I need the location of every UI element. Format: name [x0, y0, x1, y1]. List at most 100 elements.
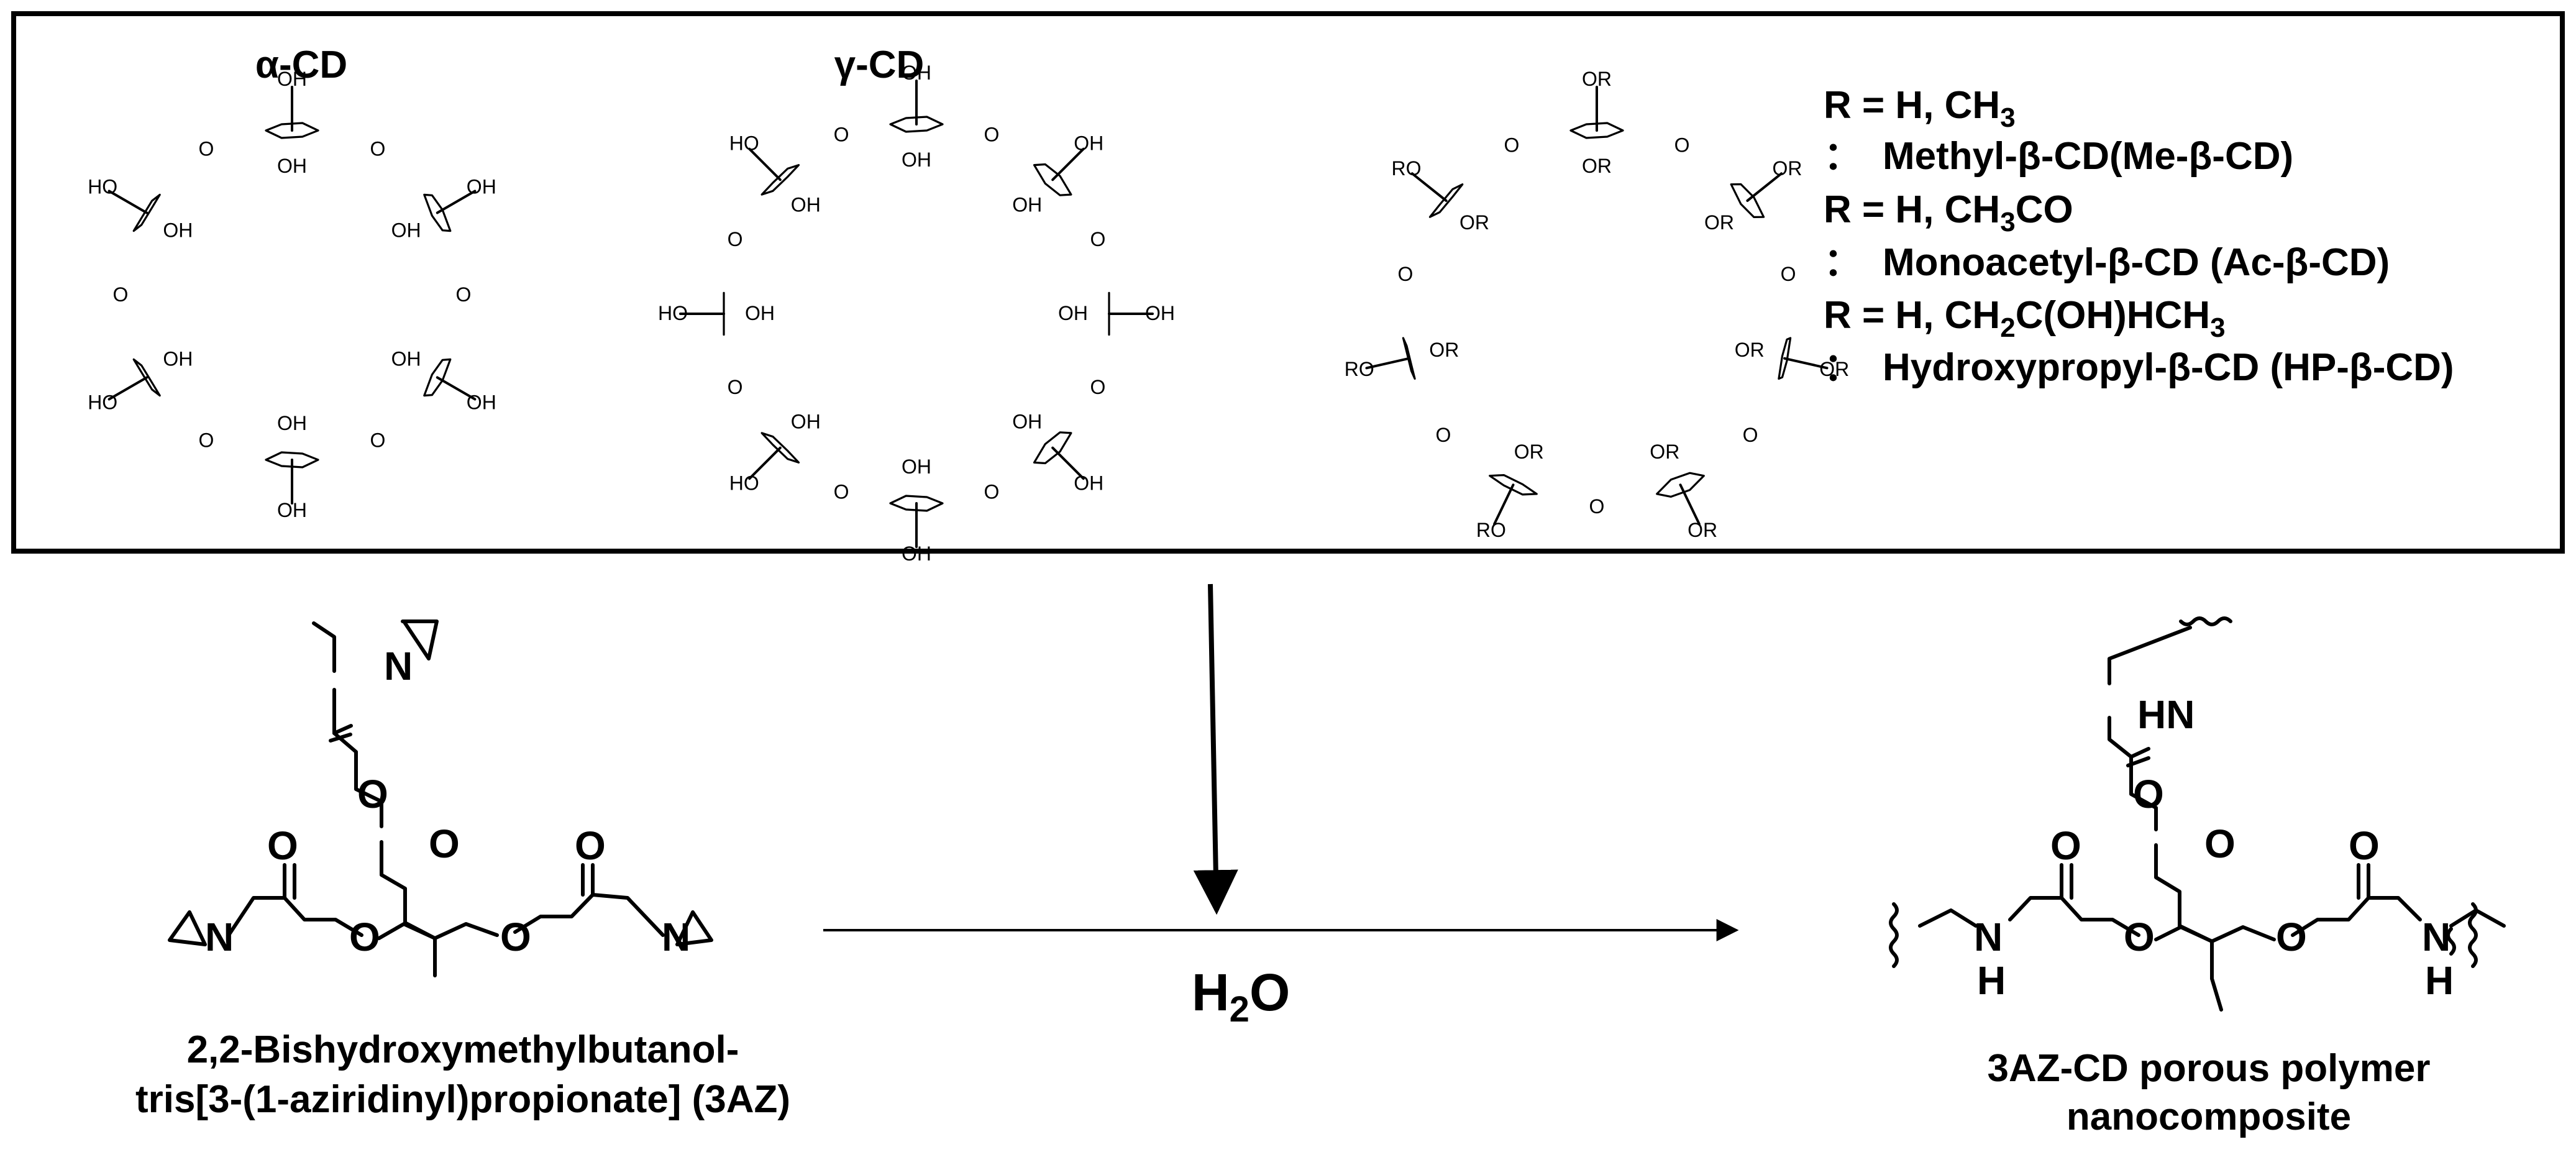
- gamma-primary-hydroxyl: OH: [902, 62, 931, 84]
- gamma-primary-hydroxyl: HO: [729, 472, 759, 495]
- alpha-ch2-bond: [107, 190, 148, 214]
- beta-glucose-unit: [1489, 473, 1538, 496]
- gamma-glycosidic-oxygen: O: [728, 228, 743, 250]
- product-o-ester-right: O: [2276, 915, 2307, 959]
- beta-glycosidic-oxygen: O: [1743, 424, 1758, 446]
- substituent-methyl-formula: R = H, CH3: [1824, 84, 2016, 133]
- beta-secondary-hydroxyl: OR: [1704, 211, 1734, 234]
- crosslinker-3az-structure: [168, 619, 713, 977]
- substituent-hydroxypropyl-formula: R = H, CH2C(OH)HCH3: [1824, 294, 2226, 343]
- cyclodextrin-panel-border: [11, 11, 2565, 554]
- cd-addition-arrow: [1193, 583, 1238, 915]
- beta-secondary-hydroxyl: OR: [1582, 155, 1612, 177]
- alpha-glycosidic-oxygen: O: [199, 137, 214, 160]
- gamma-glycosidic-oxygen: O: [984, 124, 999, 146]
- substituent-list: R = H, CH3 ： Methyl-β-CD(Me-β-CD) R = H,…: [1824, 84, 2454, 389]
- beta-primary-hydroxyl: OR: [1819, 358, 1849, 380]
- substituent-acetyl-formula: R = H, CH3CO: [1824, 188, 2073, 237]
- alpha-primary-hydroxyl: OH: [277, 499, 307, 521]
- gamma-secondary-hydroxyl: OH: [902, 149, 931, 171]
- crosslinker-label-line1: 2,2-Bishydroxymethylbutanol-: [187, 1028, 739, 1071]
- gamma-primary-hydroxyl: OH: [1145, 302, 1175, 324]
- product-o-carbonyl-right: O: [2349, 823, 2380, 868]
- beta-glucose-unit: [1730, 183, 1765, 218]
- beta-glycosidic-oxygen: O: [1674, 134, 1690, 156]
- gamma-glycosidic-oxygen: O: [984, 480, 999, 503]
- gamma-ch2-bond: [1051, 446, 1085, 480]
- crosslinker-o-carbonyl-right: O: [575, 823, 606, 868]
- beta-secondary-hydroxyl: OR: [1429, 339, 1459, 361]
- alpha-glucose-unit: [132, 358, 161, 397]
- substituent-methyl-colon: ：: [1824, 135, 1862, 178]
- alpha-glucose-unit: [423, 193, 452, 232]
- beta-primary-hydroxyl: RO: [1476, 519, 1506, 541]
- gamma-primary-hydroxyl: OH: [1074, 472, 1103, 495]
- alpha-secondary-hydroxyl: OH: [277, 412, 307, 434]
- alpha-primary-hydroxyl: OH: [277, 68, 307, 90]
- product-h-right: H: [2425, 958, 2454, 1003]
- alpha-secondary-hydroxyl: OH: [163, 348, 193, 370]
- gamma-ch2-bond: [748, 446, 782, 480]
- alpha-glycosidic-oxygen: O: [456, 283, 472, 306]
- alpha-glycosidic-oxygen: O: [370, 137, 386, 160]
- gamma-secondary-hydroxyl: OH: [1012, 193, 1042, 216]
- gamma-glucose-unit: [1033, 163, 1072, 196]
- gamma-ch2-bond: [748, 147, 782, 181]
- alpha-glycosidic-oxygen: O: [370, 429, 386, 452]
- beta-glycosidic-oxygen: O: [1781, 263, 1796, 285]
- crosslinker-o-carbonyl-left: O: [267, 823, 298, 868]
- alpha-secondary-hydroxyl: OH: [391, 219, 421, 242]
- alpha-primary-hydroxyl: OH: [467, 176, 496, 198]
- gamma-glucose-unit: [1033, 431, 1072, 465]
- product-polymer-structure: [1889, 616, 2506, 1012]
- gamma-secondary-hydroxyl: OH: [791, 193, 821, 216]
- alpha-secondary-hydroxyl: OH: [391, 348, 421, 370]
- beta-glucose-unit: [1402, 337, 1416, 380]
- gamma-primary-hydroxyl: HO: [729, 132, 759, 154]
- gamma-glycosidic-oxygen: O: [834, 124, 849, 146]
- beta-ch2-bond: [1493, 483, 1515, 526]
- gamma-secondary-hydroxyl: OH: [745, 302, 775, 324]
- alpha-secondary-hydroxyl: OH: [277, 155, 307, 177]
- gamma-cd-label: γ-CD: [834, 43, 925, 86]
- product-label-line1: 3AZ-CD porous polymer: [1987, 1047, 2430, 1090]
- gamma-glucose-unit: [889, 116, 944, 133]
- product-h-left: H: [1977, 958, 2006, 1003]
- alpha-glucose-unit: [265, 451, 319, 469]
- gamma-secondary-hydroxyl: OH: [1012, 411, 1042, 433]
- gamma-glycosidic-oxygen: O: [834, 480, 849, 503]
- alpha-secondary-hydroxyl: OH: [163, 219, 193, 242]
- crosslinker-n-left: N: [205, 915, 234, 959]
- gamma-primary-hydroxyl: HO: [658, 302, 688, 324]
- beta-ch2-bond: [1410, 172, 1448, 202]
- beta-glucose-unit: [1778, 337, 1792, 380]
- alpha-ch2-bond: [436, 376, 477, 401]
- gamma-primary-hydroxyl: OH: [902, 542, 931, 565]
- substituent-methyl-name: Methyl-β-CD(Me-β-CD): [1883, 135, 2293, 178]
- alpha-primary-hydroxyl: HO: [88, 176, 117, 198]
- alpha-primary-hydroxyl: OH: [467, 391, 496, 414]
- gamma-ch2-bond: [1051, 147, 1085, 181]
- beta-primary-hydroxyl: OR: [1582, 68, 1612, 90]
- product-nh-top: HN: [2137, 692, 2195, 737]
- crosslinker-o-ester-right: O: [500, 915, 531, 959]
- substituent-acetyl-name: Monoacetyl-β-CD (Ac-β-CD): [1883, 241, 2390, 284]
- alpha-ch2-bond: [436, 190, 477, 214]
- alpha-glycosidic-oxygen: O: [199, 429, 214, 452]
- alpha-glycosidic-oxygen: O: [113, 283, 129, 306]
- gamma-glucose-unit: [760, 432, 800, 464]
- crosslinker-label-line2: tris[3-(1-aziridinyl)propionate] (3AZ): [135, 1078, 790, 1121]
- substituent-hydroxypropyl-colon: ：: [1824, 346, 1862, 389]
- beta-secondary-hydroxyl: OR: [1650, 441, 1679, 463]
- substituent-acetyl-colon: ：: [1824, 241, 1862, 284]
- crosslinker-n-right: N: [662, 915, 690, 959]
- beta-glucose-unit: [1428, 183, 1464, 218]
- product-o-carbonyl-top: O: [2133, 772, 2164, 816]
- crosslinker-o-ester-left: O: [349, 915, 380, 959]
- gamma-glycosidic-oxygen: O: [1090, 376, 1105, 398]
- gamma-glucose-unit: [760, 164, 800, 196]
- beta-ch2-bond: [1746, 172, 1783, 202]
